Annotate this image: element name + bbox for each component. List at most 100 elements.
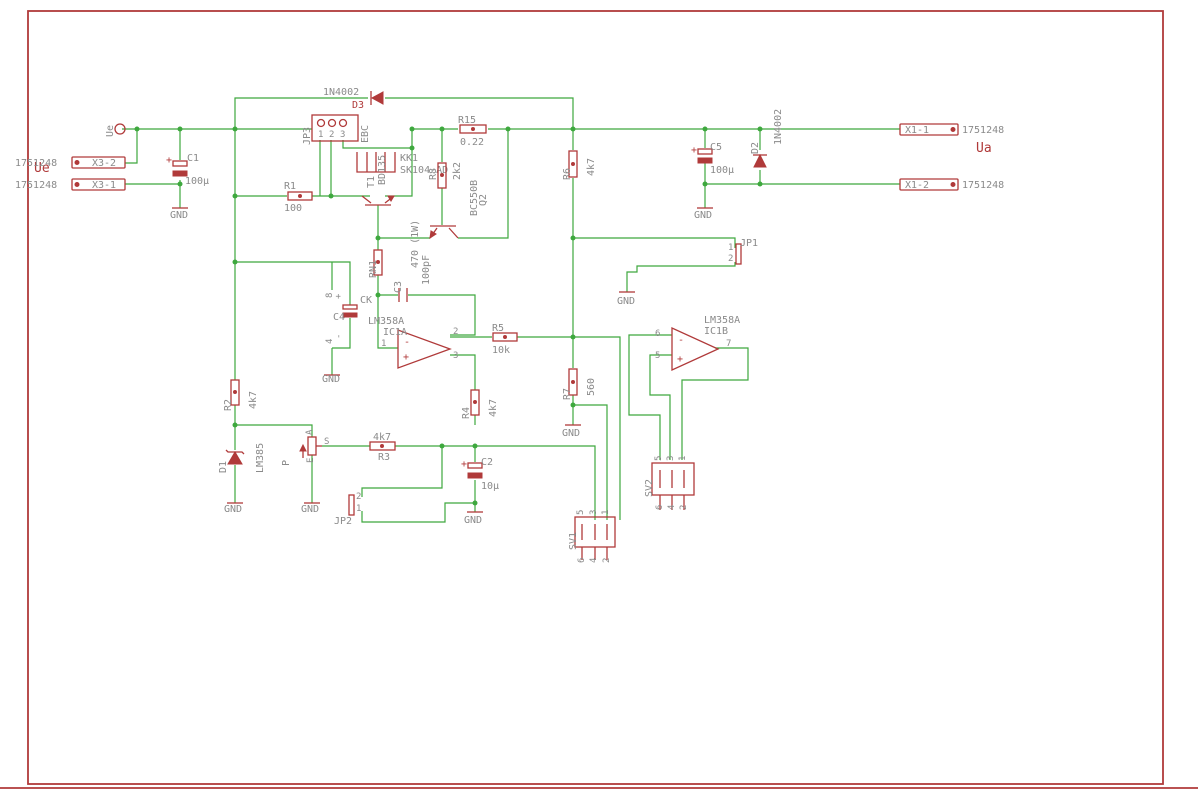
ue-big-label: Ue	[34, 161, 50, 176]
svg-text:A: A	[305, 429, 315, 435]
c4-capacitor: CK C4 8 + 4 - GND	[322, 293, 372, 385]
c3-label: C3	[393, 281, 404, 293]
r1-label: R1	[284, 181, 296, 192]
c2-label: C2	[481, 457, 493, 468]
c4-label: C4	[333, 312, 345, 323]
ic1a-opamp: - + 1 2 3 LM358A IC1A	[368, 316, 458, 369]
jp3-label: JP3	[302, 127, 313, 145]
r5-value: 10k	[492, 345, 510, 356]
x1-1-label: X1-1	[905, 125, 929, 136]
r7-gnd: GND	[562, 428, 580, 439]
jp1-jumper: 1 2 JP1 GND	[617, 238, 758, 307]
c3-value: 100pF	[421, 255, 432, 285]
d3-diode: 1N4002 D3	[323, 87, 384, 111]
svg-text:7: 7	[726, 339, 731, 349]
svg-text:5: 5	[654, 456, 664, 461]
svg-text:6: 6	[655, 505, 665, 510]
jp2-jumper: 2 1 JP2	[334, 492, 361, 527]
x3-2-label: X3-2	[92, 158, 116, 169]
junctions	[134, 126, 763, 506]
c1-gnd: GND	[170, 210, 188, 221]
r5-label: R5	[492, 323, 504, 334]
c5-gnd: GND	[694, 210, 712, 221]
c5-label: C5	[710, 142, 722, 153]
x3-1-ref: 1751248	[15, 180, 57, 191]
svg-text:1: 1	[381, 339, 386, 349]
svg-text:3: 3	[666, 456, 676, 461]
svg-text:8: 8	[325, 293, 335, 298]
c1-value: 100µ	[185, 176, 209, 187]
jp1-gnd: GND	[617, 296, 635, 307]
c1-label: C1	[187, 153, 199, 164]
x3-1-label: X3-1	[92, 180, 116, 191]
svg-text:3: 3	[453, 351, 458, 361]
d2-diode: D2 1N4002	[750, 109, 784, 168]
d3-label: D3	[352, 100, 364, 111]
ck-label: CK	[360, 295, 372, 306]
svg-text:2: 2	[728, 254, 733, 264]
x1-2-connector: X1-2 1751248	[899, 178, 1004, 191]
sv1-label: SV1	[568, 532, 579, 550]
c5-value: 100µ	[710, 165, 734, 176]
r7-resistor: R7 560 GND	[562, 368, 597, 439]
d2-label: D2	[750, 142, 761, 154]
d1-zener: D1 LM385 GND	[218, 443, 266, 515]
kk1-label: KK1	[400, 153, 418, 164]
r3-value: 4k7	[373, 432, 391, 443]
svg-text:-: -	[334, 334, 344, 339]
svg-text:1: 1	[356, 504, 361, 514]
r8-value: 2k2	[452, 162, 463, 180]
r2-value: 4k7	[248, 391, 259, 409]
kk1-value: SK104-AD	[400, 165, 448, 176]
svg-text:2: 2	[602, 558, 612, 563]
r2-resistor: R2 4k7	[223, 379, 259, 411]
p-s-label: S	[324, 437, 329, 447]
p-gnd: GND	[301, 504, 319, 515]
d3-value: 1N4002	[323, 87, 359, 98]
r15-resistor: R15 0.22	[458, 115, 487, 148]
svg-text:1: 1	[318, 130, 323, 140]
r4-resistor: R4 4k7	[461, 389, 499, 419]
r2-label: R2	[223, 399, 234, 411]
r6-value: 4k7	[586, 158, 597, 176]
ue-terminal: Ue Ue	[34, 123, 126, 176]
kk1-heatsink: KK1 SK104-AD	[356, 152, 448, 176]
p-label: P	[281, 460, 292, 466]
r3-label: R3	[378, 452, 390, 463]
ue-label: Ue	[105, 125, 116, 137]
svg-text:4: 4	[667, 505, 677, 510]
svg-text:E: E	[306, 458, 316, 463]
ic1a-label: IC1A	[383, 327, 407, 338]
r7-value: 560	[586, 378, 597, 396]
svg-text:+: +	[403, 352, 409, 363]
c2-value: 10µ	[481, 481, 499, 492]
svg-text:3: 3	[340, 130, 345, 140]
c1-capacitor: + C1 100µ GND	[166, 153, 209, 221]
jp3-ebc: EBC	[360, 125, 371, 143]
sv2-label: SV2	[644, 479, 655, 497]
svg-text:6: 6	[655, 329, 660, 339]
rn1-label: RN1	[368, 260, 379, 278]
r3-resistor: 4k7 R3	[369, 432, 396, 463]
ic1b-label: IC1B	[704, 326, 728, 337]
svg-text:+: +	[677, 354, 683, 365]
p-potentiometer: P S A E GND	[281, 429, 329, 515]
svg-text:2: 2	[679, 505, 689, 510]
x1-2-ref: 1751248	[962, 180, 1004, 191]
sv1-header: 5 3 1 6 4 2 SV1	[568, 510, 616, 563]
rn1-value: 470 (1W)	[410, 220, 421, 268]
svg-text:4: 4	[325, 339, 335, 344]
svg-text:1: 1	[601, 510, 611, 515]
c2-gnd: GND	[464, 515, 482, 526]
c4-gnd: GND	[322, 374, 340, 385]
r1-resistor: R1 100	[284, 181, 313, 214]
svg-text:1: 1	[678, 456, 688, 461]
svg-text:2: 2	[356, 492, 361, 502]
x3-2-connector: X3-2 1751248	[15, 156, 126, 169]
r15-value: 0.22	[460, 137, 484, 148]
x3-2-ref: 1751248	[15, 158, 57, 169]
svg-text:3: 3	[589, 510, 599, 515]
t1-value: BD135	[377, 155, 388, 185]
d2-value: 1N4002	[773, 109, 784, 145]
